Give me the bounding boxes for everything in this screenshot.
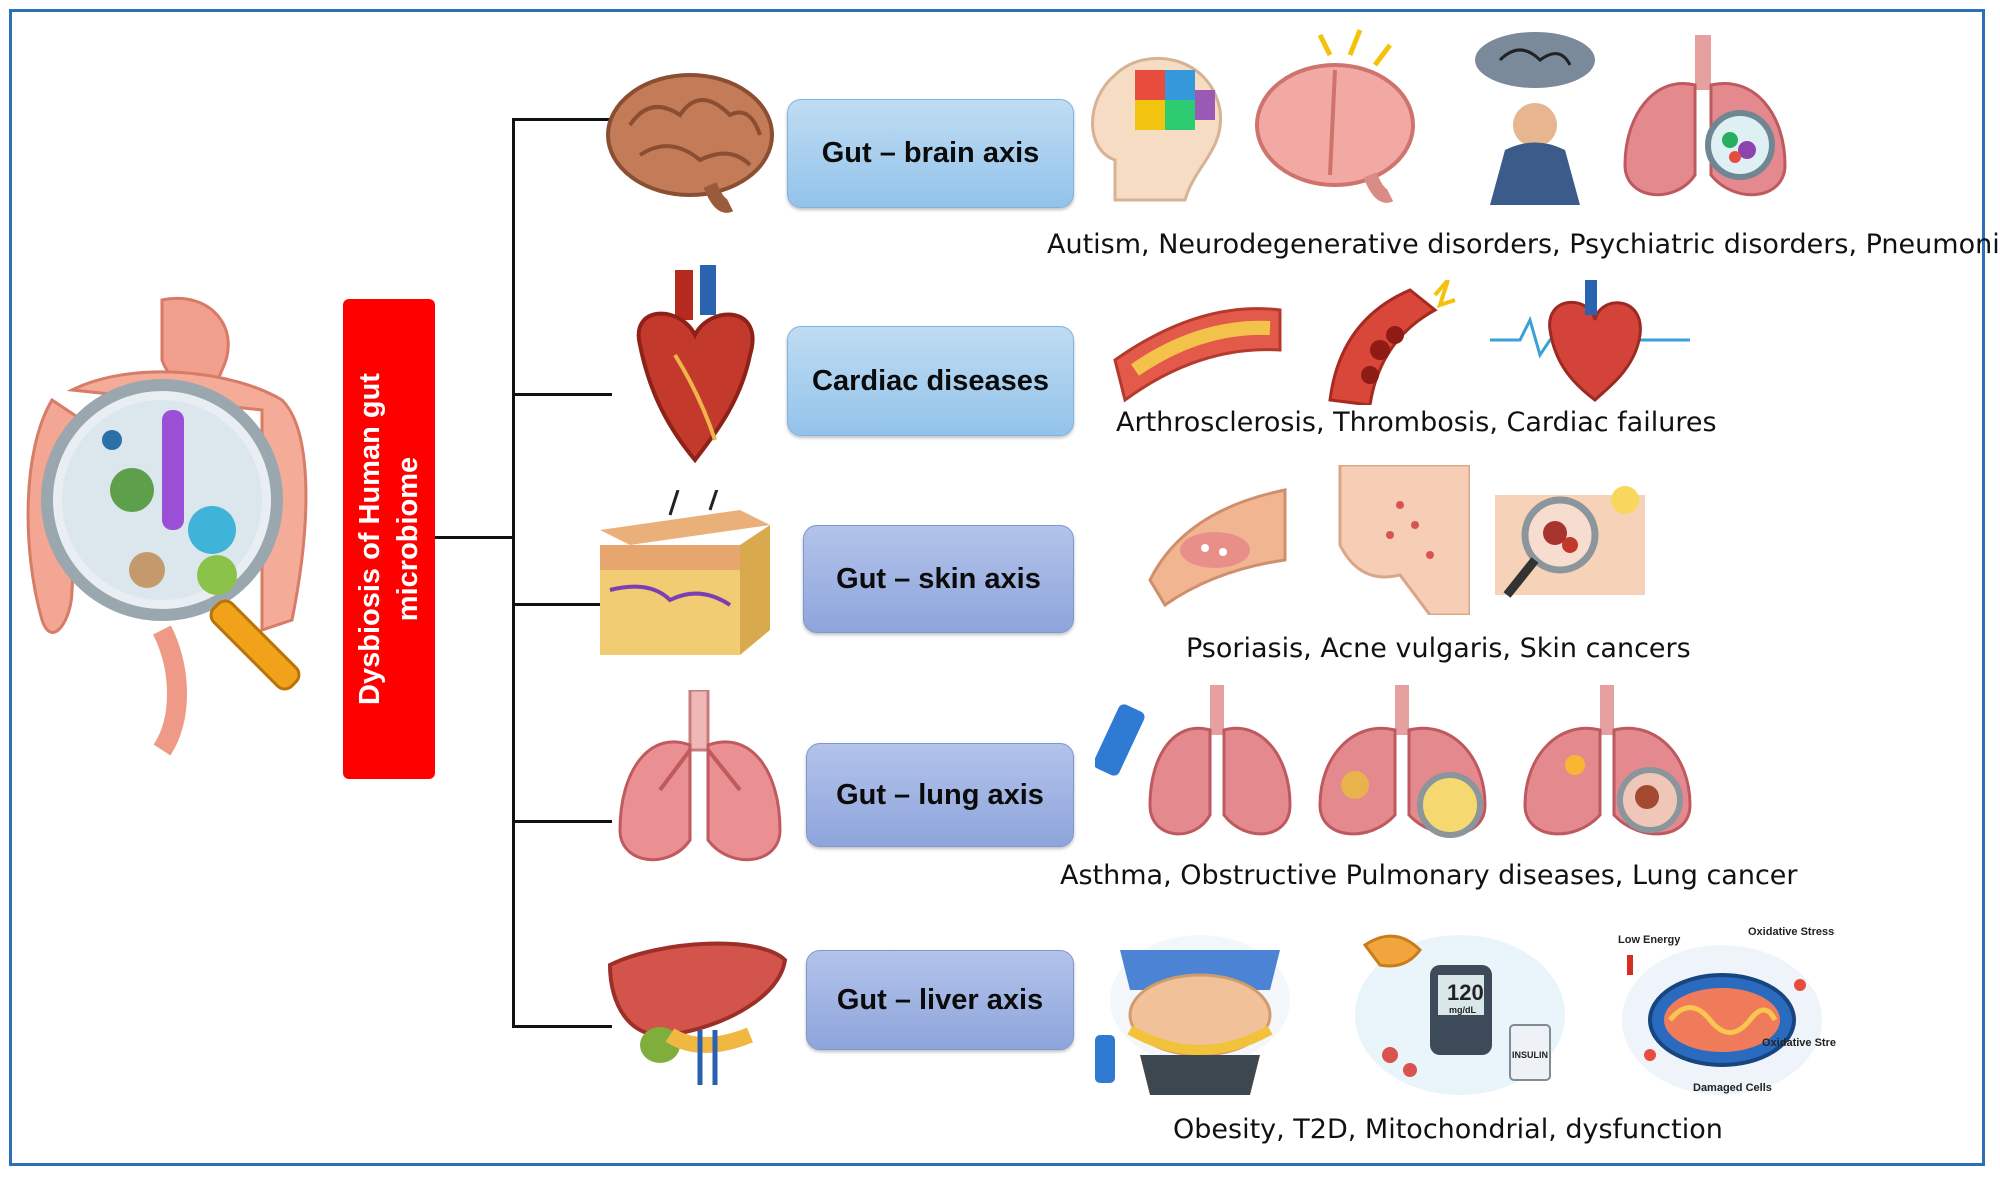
pneumonia-lungs-icon [1623,35,1787,197]
autism-puzzle-head-icon [1091,56,1223,202]
branch-cardiac [512,393,612,396]
insulin-label: INSULIN [1512,1050,1548,1060]
branch-liver [512,1025,612,1028]
low-energy-label: Low Energy [1618,934,1681,946]
oxidative-stress-label: Oxidative Stress [1748,926,1835,938]
axis-box-liver: Gut – liver axis [806,950,1074,1050]
axis-box-lung: Gut – lung axis [806,743,1074,847]
liver-icon [607,941,788,1085]
axis-box-skin: Gut – skin axis [803,525,1074,633]
axis-label-brain: Gut – brain axis [821,137,1040,169]
psychiatric-disorder-icon [1475,32,1595,205]
skin-layers-icon [600,490,770,655]
root-label: Dysbiosis of Human gut microbiome [354,373,424,705]
t2d-glucometer-icon [1355,934,1565,1095]
tree-trunk [512,118,515,1028]
branch-lung [512,820,612,823]
diseases-lung: Asthma, Obstructive Pulmonary diseases, … [1060,860,1798,891]
axis-label-cardiac: Cardiac diseases [812,364,1049,397]
diseases-cardiac: Arthrosclerosis, Thrombosis, Cardiac fai… [1116,407,1717,438]
glucose-reading: 120 [1447,980,1484,1005]
asthma-inhaler-lungs-icon [1095,685,1292,836]
gut-microbiome-illustration [26,297,308,756]
branch-brain [512,118,612,121]
mitochondrial-dysfunction-icon [1622,945,1822,1095]
cardiac-failure-heart-icon [1490,280,1690,402]
root-label-box: Dysbiosis of Human gut microbiome [343,299,435,779]
branch-skin [512,603,612,606]
lung-cancer-icon [1523,685,1692,836]
axis-label-liver: Gut – liver axis [836,983,1044,1016]
oxidative-stress-label-2: Oxidative Stre [1762,1037,1836,1049]
heart-icon [636,265,755,464]
axis-label-skin: Gut – skin axis [836,562,1041,595]
diseases-skin: Psoriasis, Acne vulgaris, Skin cancers [1186,633,1691,664]
axis-box-cardiac: Cardiac diseases [787,326,1074,436]
diseases-brain: Autism, Neurodegenerative disorders, Psy… [1047,229,2000,260]
brain-icon [606,73,774,213]
thrombosis-artery-icon [1328,280,1456,405]
axis-box-brain: Gut – brain axis [787,99,1074,208]
psoriasis-skin-icon [1148,488,1287,608]
axis-label-lung: Gut – lung axis [836,778,1044,811]
neurodegenerative-brain-icon [1255,29,1415,203]
damaged-cells-label: Damaged Cells [1693,1082,1772,1094]
diseases-liver: Obesity, T2D, Mitochondrial, dysfunction [1173,1114,1723,1145]
root-connector [435,536,513,539]
lungs-icon [618,690,782,862]
acne-face-icon [1338,465,1470,615]
copd-lungs-icon [1318,685,1487,838]
obesity-icon [1095,935,1290,1095]
arthrosclerosis-artery-icon [1113,307,1282,403]
glucose-unit: mg/dL [1449,1005,1476,1015]
skin-cancer-magnifier-icon [1495,486,1645,598]
